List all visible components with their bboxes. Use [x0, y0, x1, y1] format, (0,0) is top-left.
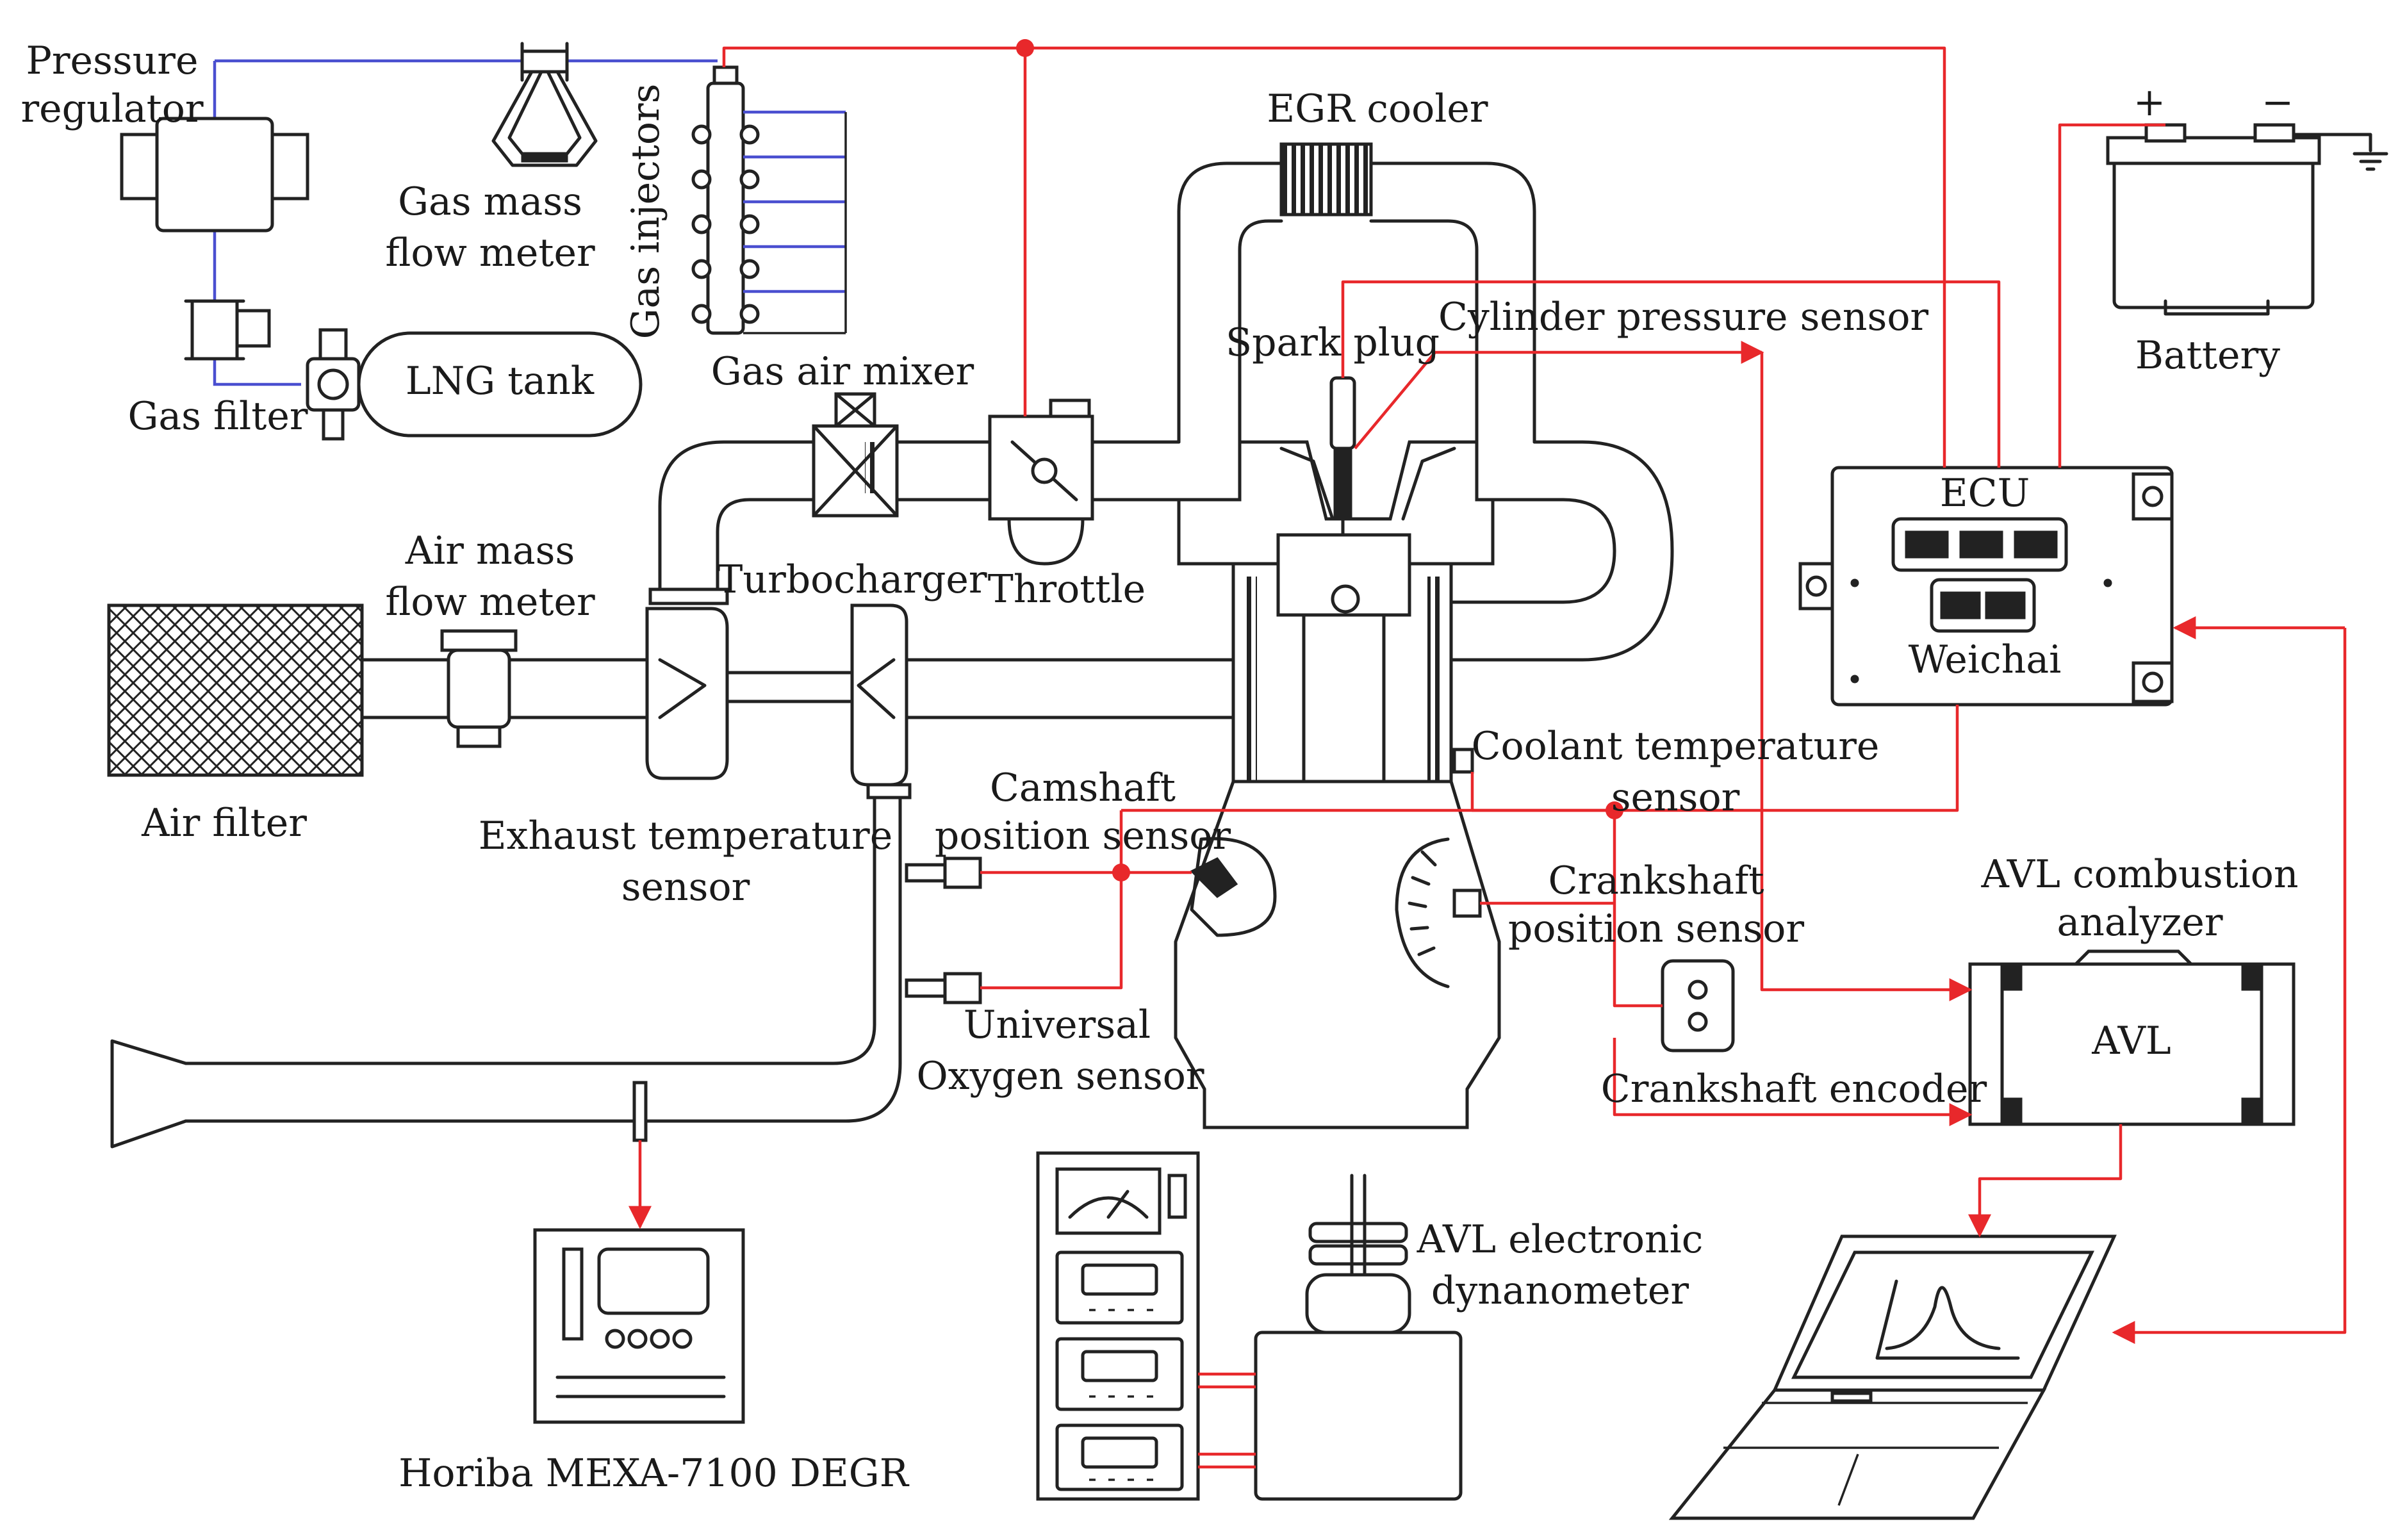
label-gas-injectors: Gas injectors [623, 84, 668, 340]
label-gas-filter: Gas filter [127, 394, 308, 439]
throttle-body [988, 398, 1094, 566]
label-gas-mass-flow-meter-2: flow meter [385, 231, 595, 275]
egr-cooler [1279, 142, 1373, 217]
label-universal-oxygen-sensor-1: Universal [964, 1003, 1151, 1047]
pressure-regulator [120, 117, 309, 233]
label-air-mass-flow-meter-1: Air mass [405, 528, 575, 573]
horiba-analyzer-unit [533, 1228, 745, 1424]
label-avl: AVL [2091, 1019, 2171, 1063]
label-pressure-regulator-1: Pressure [26, 38, 199, 83]
label-air-filter: Air filter [141, 801, 307, 846]
label-coolant-temp-sensor-1: Coolant temperature [1472, 724, 1880, 769]
gas-air-mixer [812, 392, 899, 518]
label-horiba: Horiba MEXA-7100 DEGR [398, 1451, 910, 1496]
spark-plug [1329, 376, 1356, 537]
avl-combustion-analyzer-unit [1968, 949, 2296, 1126]
engine [1174, 142, 1674, 1129]
crankshaft-encoder-unit [1661, 959, 1735, 1053]
label-air-mass-flow-meter-2: flow meter [385, 580, 595, 625]
gas-injectors [691, 65, 847, 335]
ecu-unit [1798, 466, 2174, 707]
intake-exhaust-piping [107, 392, 1242, 1149]
signal-wiring [628, 39, 2347, 1344]
label-camshaft-position-sensor-2: position sensor [935, 814, 1231, 858]
label-exhaust-temp-sensor-1: Exhaust temperature [479, 814, 893, 858]
label-crankshaft-encoder: Crankshaft encoder [1601, 1067, 1987, 1111]
label-avl-dynamometer-1: AVL electronic [1417, 1217, 1704, 1262]
label-battery: Battery [2135, 333, 2280, 378]
label-universal-oxygen-sensor-2: Oxygen sensor [916, 1054, 1204, 1099]
label-avl-dynamometer-2: dynanometer [1431, 1268, 1689, 1313]
air-filter [107, 603, 364, 777]
label-ecu: ECU [1940, 471, 2030, 516]
gas-supply-system [120, 42, 847, 441]
label-throttle: Throttle [988, 567, 1146, 612]
label-battery-plus: + [2133, 80, 2165, 125]
label-coolant-temp-sensor-2: sensor [1611, 775, 1740, 820]
label-egr-cooler: EGR cooler [1267, 86, 1488, 131]
label-weichai: Weichai [1909, 637, 2062, 682]
label-exhaust-temp-sensor-2: sensor [621, 865, 750, 910]
label-cylinder-pressure-sensor: Cylinder pressure sensor [1438, 295, 1928, 340]
label-turbocharger: Turbocharger [717, 557, 987, 602]
labels: Pressure regulator Gas mass flow meter G… [21, 38, 2298, 1496]
battery-unit [2106, 123, 2388, 316]
exhaust-probes [905, 856, 982, 1004]
label-pressure-regulator-2: regulator [21, 86, 203, 131]
label-lng-tank: LNG tank [406, 359, 595, 404]
laptop-unit [1668, 1234, 2117, 1520]
label-spark-plug: Spark plug [1226, 320, 1440, 365]
label-crankshaft-position-sensor-1: Crankshaft [1549, 858, 1764, 903]
label-camshaft-position-sensor-1: Camshaft [990, 766, 1176, 810]
gas-mass-flow-meter [491, 42, 598, 167]
gas-filter [184, 299, 271, 361]
gas-injector-rows [691, 110, 847, 334]
air-mass-flow-meter [440, 629, 518, 748]
label-avl-combustion-analyzer-2: analyzer [2057, 900, 2222, 945]
label-gas-air-mixer: Gas air mixer [711, 349, 974, 394]
turbocharger [645, 603, 908, 787]
lng-tank [306, 328, 643, 441]
dynamometer-unit [1036, 1151, 1463, 1501]
label-crankshaft-position-sensor-2: position sensor [1508, 906, 1805, 951]
label-battery-minus: − [2262, 80, 2294, 125]
label-avl-combustion-analyzer-1: AVL combustion [1980, 852, 2298, 897]
label-gas-mass-flow-meter-1: Gas mass [398, 179, 582, 224]
